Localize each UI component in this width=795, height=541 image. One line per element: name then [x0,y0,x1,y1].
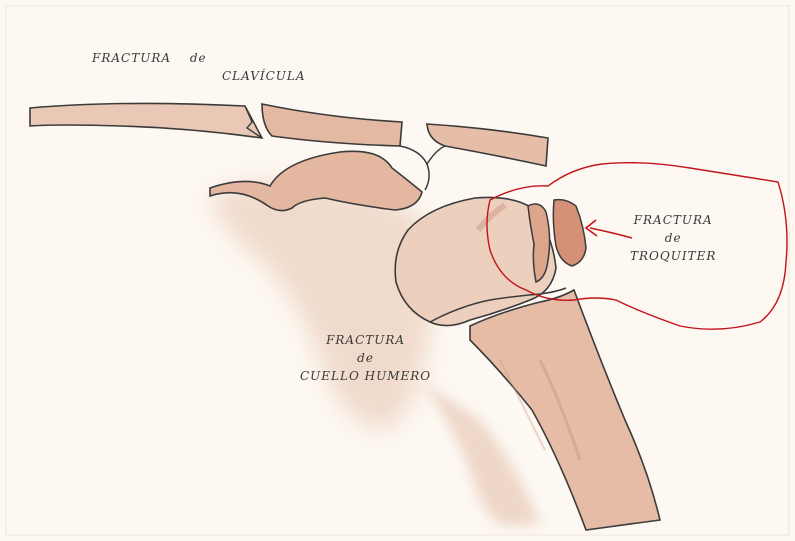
troquiter-label-line3: TROQUITER [630,250,716,262]
troquiter-fracture-label: FRACTURA de TROQUITER [630,214,716,262]
clavicle-label-line1: FRACTURA [92,52,171,64]
clavicle-label-line2: de [190,52,207,64]
neck-label-line2: de [300,352,431,364]
neck-label-line3: CUELLO HUMERO [300,370,431,382]
neck-fracture-label: FRACTURA de CUELLO HUMERO [300,334,431,382]
neck-label-line1: FRACTURA [300,334,431,346]
troquiter-label-line2: de [630,232,716,244]
clavicle-label-line3: CLAVÍCULA [222,70,306,82]
clavicle-fracture-label: FRACTURA de CLAVÍCULA [92,52,306,82]
troquiter-label-line1: FRACTURA [630,214,716,226]
